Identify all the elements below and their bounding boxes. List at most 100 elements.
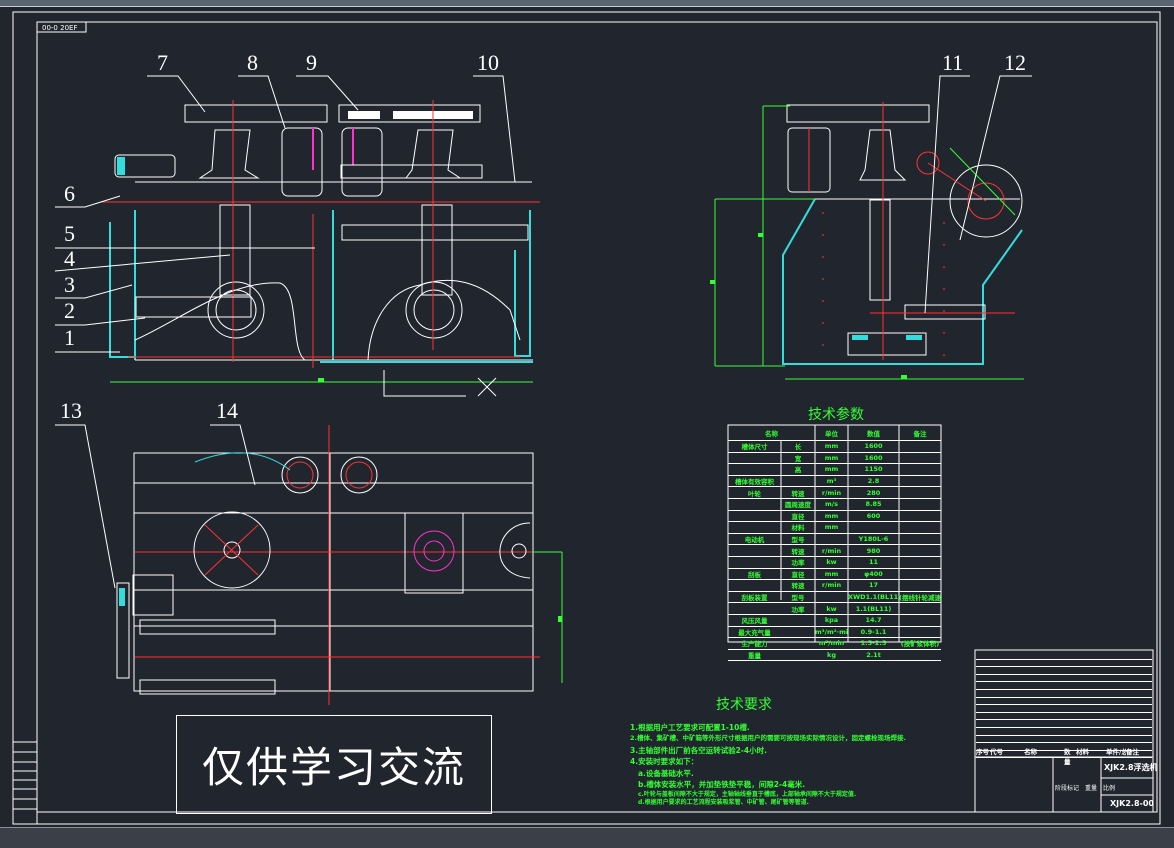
tech-requirements-title: 技术要求 — [716, 697, 772, 713]
machine-name: XJK2.8浮选机 — [1104, 763, 1158, 772]
spec-cell-note: (按矿浆体积) — [900, 640, 940, 649]
spec-cell-group: 刮板 — [748, 570, 761, 579]
spec-cell-value: 0.9-1.1 — [860, 627, 887, 636]
spec-row: 重量 kg 2.1t — [728, 650, 941, 662]
spec-cell-value: 14.7 — [865, 616, 882, 625]
req-item: a.设备基础水平. — [638, 768, 694, 778]
spec-row: 生产能力 m³/min 1.5-2.5 (按矿浆体积) — [728, 638, 941, 650]
spec-header-name: 名称 — [765, 429, 778, 438]
parts-row — [976, 705, 1152, 713]
window-title-bar — [0, 0, 1174, 7]
corner-tag: 00-0 20EF — [42, 24, 77, 32]
spec-cell-unit: r/min — [821, 546, 842, 555]
spec-cell-group: 生产能力 — [741, 640, 768, 649]
spec-cell-unit: mm — [824, 465, 839, 474]
spec-cell-value: 2.1t — [866, 650, 881, 659]
spec-row: 宽 mm 1600 — [728, 453, 941, 465]
spec-cell-unit: mm — [824, 442, 839, 451]
spec-cell-item: 宽 — [794, 454, 802, 463]
parts-col-qty: 数量 — [1064, 748, 1071, 766]
part-label-5: 5 — [64, 221, 75, 246]
side-view: 11 12 — [710, 50, 1032, 380]
scale-ratio: 比例 — [1103, 785, 1116, 792]
plan-view: 13 14 — [55, 398, 563, 705]
spec-cell-group: 风压风量 — [741, 617, 768, 626]
spec-cell-value: 280 — [866, 488, 881, 497]
spec-cell-unit: kg — [827, 650, 836, 659]
spec-header-note: 备注 — [913, 429, 927, 438]
spec-row: 最大充气量 m³/m²·min 0.9-1.1 — [728, 627, 941, 639]
spec-cell-unit: kw — [826, 604, 837, 613]
spec-cell-unit: mm — [824, 453, 839, 462]
spec-cell-unit: kw — [826, 558, 837, 567]
spec-table-title: 技术参数 — [808, 406, 864, 423]
scale-row: 阶段标记 重量 比例 — [1055, 783, 1115, 792]
scale-stage: 阶段标记 — [1055, 785, 1080, 792]
spec-cell-unit: m/s — [824, 500, 839, 509]
spec-cell-group: 最大充气量 — [738, 628, 771, 637]
spec-cell-unit: m³/m²·min — [815, 627, 848, 636]
spec-cell-unit: mm — [824, 569, 839, 578]
spec-cell-value: 17 — [868, 581, 879, 590]
parts-col-no: 序号 — [976, 748, 989, 756]
parts-row — [976, 736, 1152, 744]
req-item: 1.根据用户工艺要求可配置1-10槽. — [630, 722, 750, 732]
spec-cell-value: 1.1(BL11) — [855, 604, 892, 613]
inner-frame — [36, 21, 1158, 813]
spec-cell-value: 8.85 — [865, 500, 882, 509]
status-bar — [0, 827, 1174, 848]
parts-row — [976, 720, 1152, 728]
spec-cell-item: 功率 — [791, 559, 805, 568]
req-item: c.叶轮与盖板间隙不大于规定，主轴轴线垂直于槽底，上部轴承间隙不大于规定值. — [638, 790, 857, 798]
parts-row — [976, 682, 1152, 690]
parts-col-weight: 单件/总计重量 — [1106, 748, 1126, 756]
part-label-11: 11 — [942, 50, 963, 75]
parts-row — [976, 728, 1152, 736]
parts-col-code: 代号 — [990, 748, 1003, 756]
parts-row — [976, 698, 1152, 706]
spec-cell-value: 600 — [866, 511, 881, 520]
part-label-3: 3 — [64, 272, 75, 297]
parts-col-note: 备注 — [1126, 748, 1139, 756]
parts-row — [976, 690, 1152, 698]
parts-row — [976, 743, 1152, 751]
spec-cell-value: 1.5-2.5 — [860, 639, 887, 648]
spec-cell-value: 1600 — [864, 453, 883, 462]
spec-cell-unit: mm — [824, 511, 839, 520]
req-item: 4.安装时要求如下： — [630, 757, 699, 766]
parts-row — [976, 652, 1152, 660]
spec-cell-item: 转速 — [791, 489, 805, 498]
part-label-13: 13 — [60, 398, 82, 423]
parts-list-header: 序号 代号 名称 数量 材料 单件/总计重量 备注 — [976, 746, 1152, 766]
spec-cell-group: 重量 — [748, 651, 761, 660]
spec-cell-value: φ400 — [864, 569, 883, 578]
spec-header-unit: 单位 — [825, 429, 838, 438]
parts-col-name: 名称 — [1024, 748, 1037, 756]
spec-cell-group: 刮板装置 — [741, 594, 768, 603]
part-label-4: 4 — [64, 246, 75, 271]
spec-cell-unit: m³/min — [818, 639, 845, 648]
part-label-7: 7 — [157, 50, 168, 75]
parts-row — [976, 713, 1152, 721]
spec-cell-value: XWD1.1(BL11-3-1/43) — [848, 593, 899, 602]
drawing-number: XJK2.8-00 — [1110, 799, 1154, 808]
part-label-9: 9 — [306, 50, 317, 75]
req-item: d.根据用户要求的工艺流程安装吸浆管、中矿管、尾矿管等管道. — [638, 798, 809, 806]
spec-cell-item: 功率 — [791, 605, 805, 614]
spec-cell-value: 2.8 — [867, 477, 880, 486]
part-label-2: 2 — [64, 298, 75, 323]
corner-tag-box — [36, 21, 87, 33]
part-label-1: 1 — [64, 325, 75, 350]
